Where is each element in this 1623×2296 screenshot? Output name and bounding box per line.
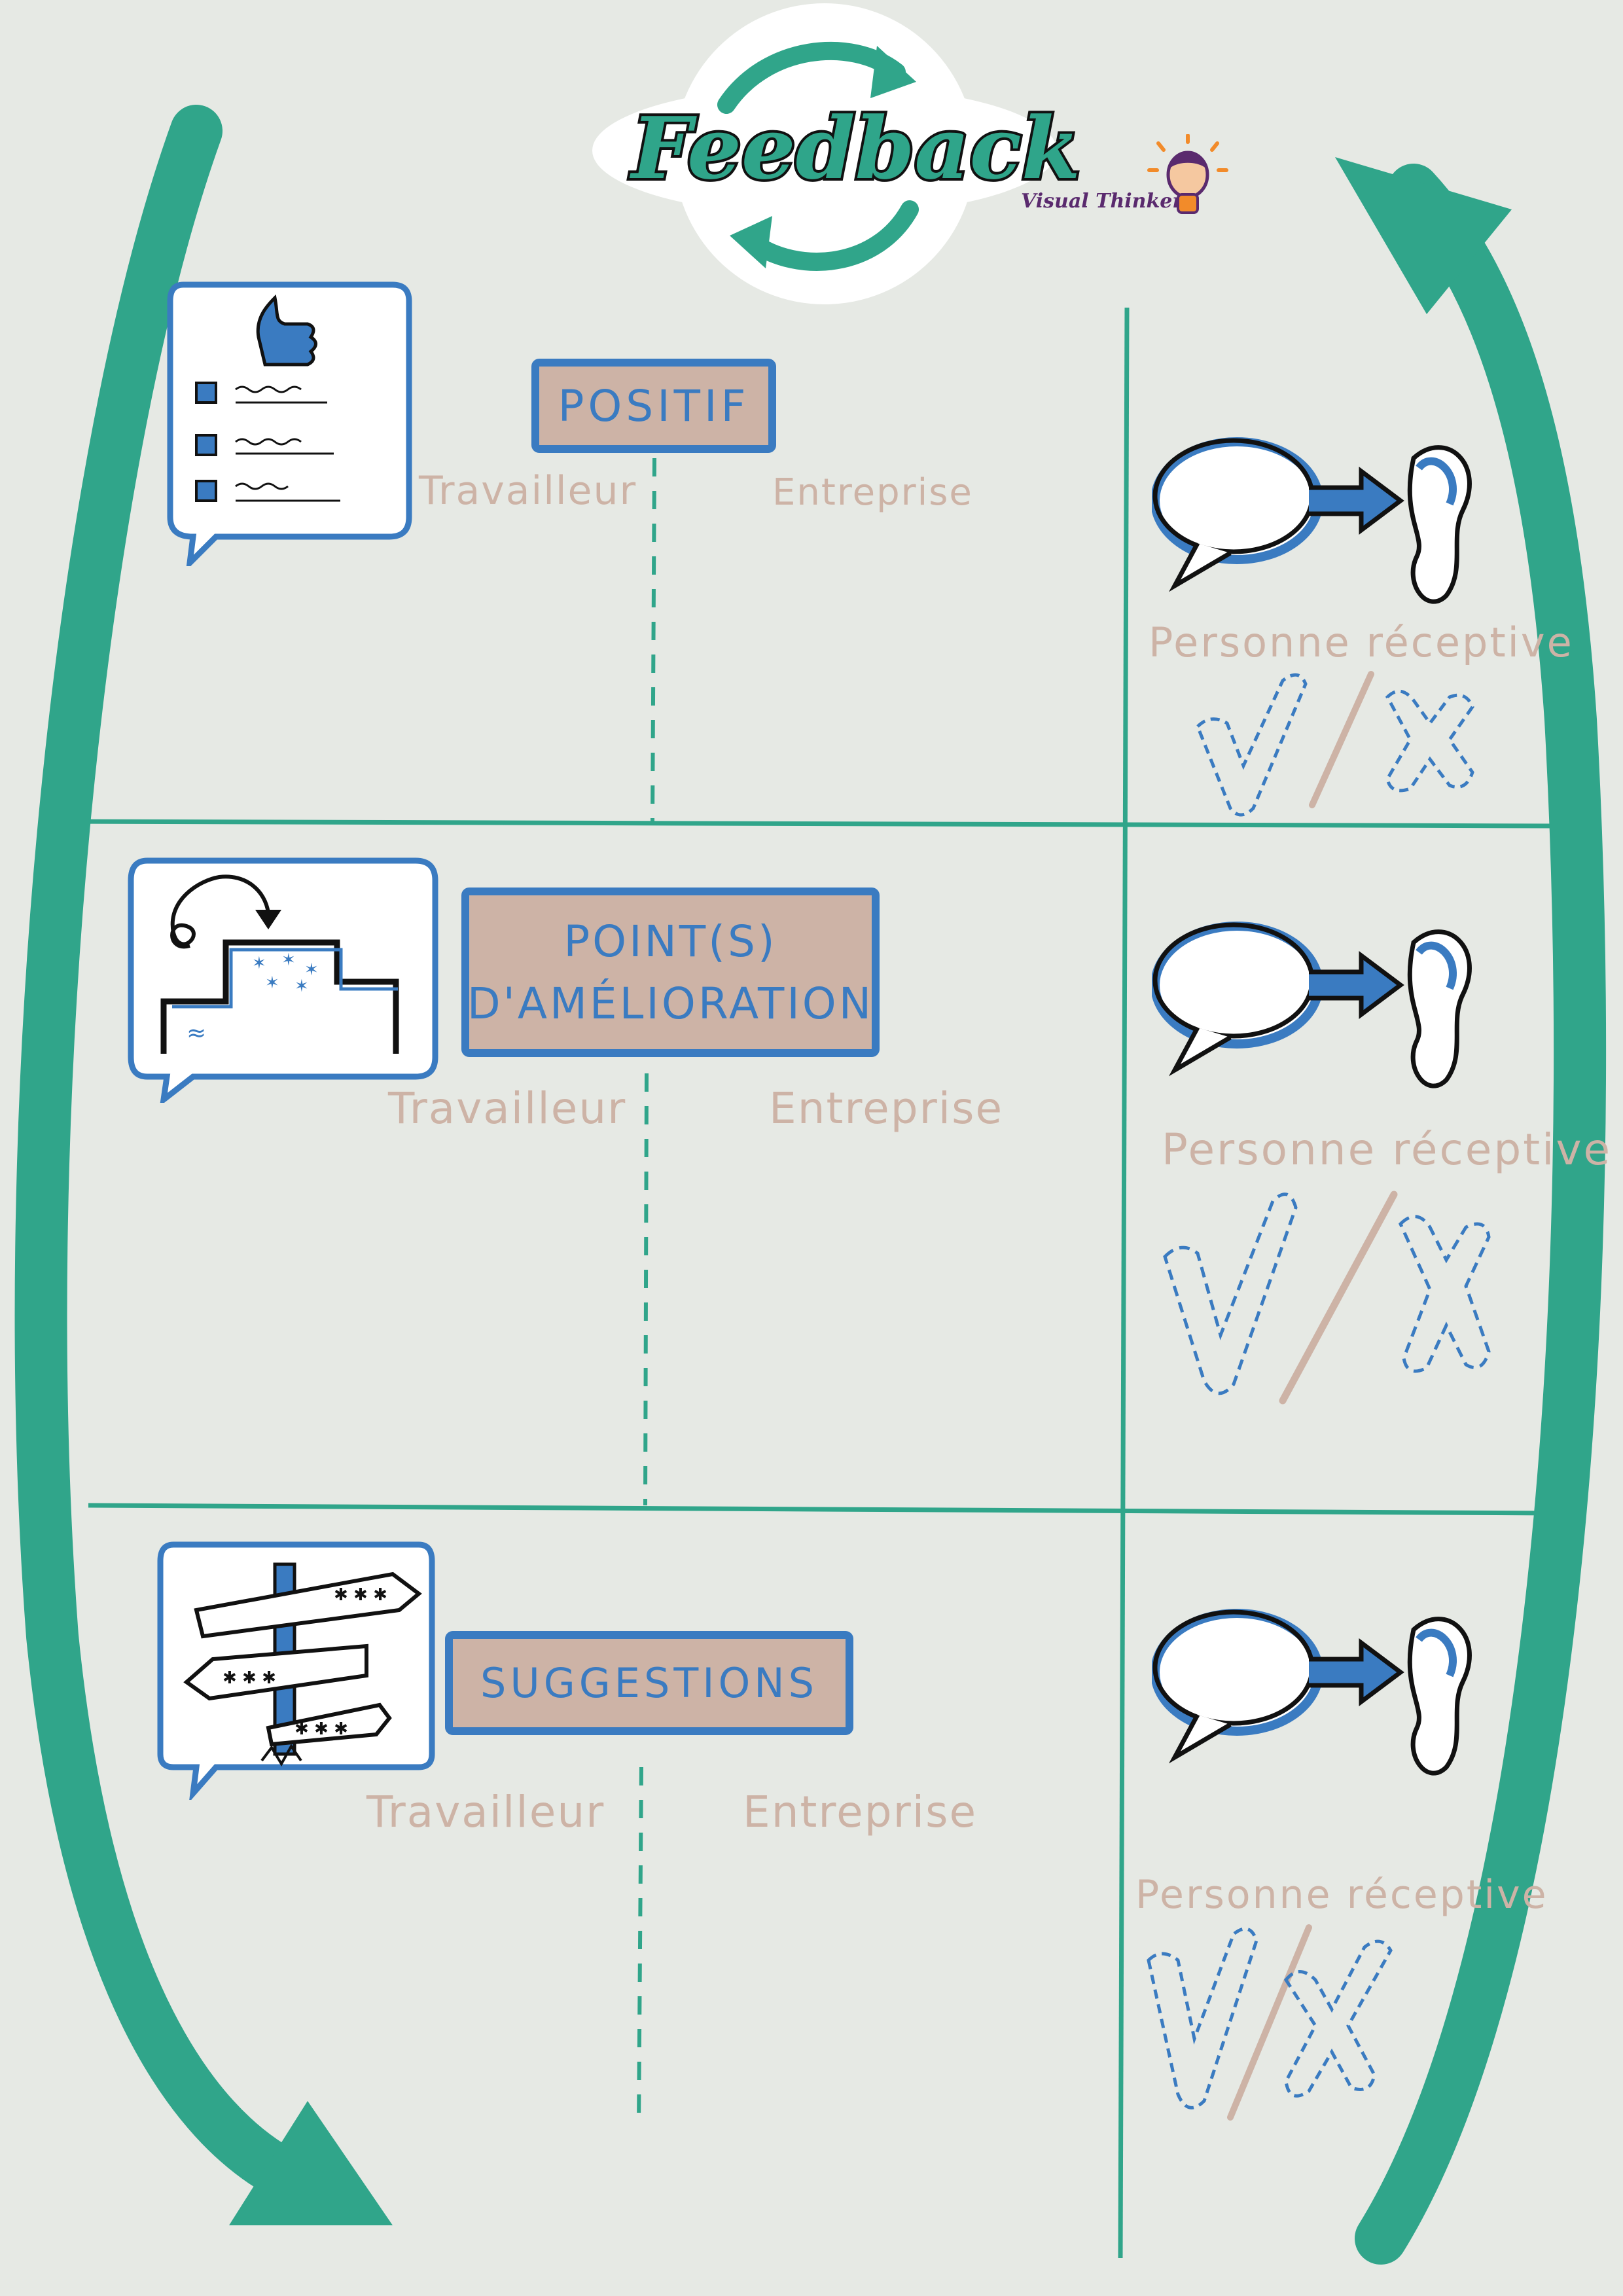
right-cycle-arrow [1355, 164, 1607, 2265]
slash-divider [1227, 1924, 1312, 2121]
svg-text:✱ ✱ ✱: ✱ ✱ ✱ [223, 1668, 276, 1688]
left-arrow-head [229, 2101, 393, 2225]
recycle-arrow-bottom [743, 200, 919, 271]
row-divider-2 [88, 1503, 1558, 1516]
section-1-receiver-label: Personne réceptive [1149, 619, 1574, 666]
section-1-check-or-cross [1196, 671, 1474, 817]
section-3-label-line-1: SUGGESTIONS [480, 1659, 819, 1707]
recycle-arrowhead-top [870, 46, 916, 98]
svg-text:✶: ✶ [281, 950, 296, 970]
slash-divider [1279, 1191, 1398, 1405]
recycle-arrowhead-bottom [730, 216, 772, 268]
stairs-step-up-icon: ✶✶✶✶✶ ≈ [128, 857, 438, 1107]
dashed-separator-3 [637, 1767, 643, 2128]
section-2-receiver-label: Personne réceptive [1162, 1124, 1613, 1175]
section-2-label-line-1: POINT(S) [563, 916, 777, 967]
svg-text:✱ ✱ ✱: ✱ ✱ ✱ [334, 1585, 387, 1605]
svg-text:✶: ✶ [304, 960, 319, 980]
svg-text:✶: ✶ [294, 977, 309, 996]
right-arrow-head [1335, 157, 1512, 314]
section-3-icon-card: ✱ ✱ ✱ ✱ ✱ ✱ ✱ ✱ ✱ [157, 1538, 438, 1803]
section-3-col-worker: Travailleur [366, 1787, 605, 1837]
speech-to-ear-icon [1152, 922, 1472, 1088]
section-2-label: POINT(S) D'AMÉLIORATION [461, 888, 880, 1057]
svg-text:✶: ✶ [265, 973, 279, 993]
svg-text:✶: ✶ [252, 954, 266, 973]
section-3-receiver-label: Personne réceptive [1135, 1872, 1548, 1918]
left-cycle-arrow [14, 105, 321, 2206]
speech-to-ear-icon [1152, 437, 1472, 604]
section-1-col-company: Entreprise [772, 471, 973, 514]
cross-icon [1399, 1215, 1491, 1373]
section-2-label-line-2: D'AMÉLIORATION [467, 978, 874, 1029]
section-2-check-or-cross [1163, 1191, 1491, 1405]
signpost-icon: ✱ ✱ ✱ ✱ ✱ ✱ ✱ ✱ ✱ [157, 1541, 435, 1803]
check-icon [1196, 673, 1308, 817]
section-2-icon-card: ✶✶✶✶✶ ≈ [128, 854, 442, 1107]
section-1-col-worker: Travailleur [419, 468, 637, 514]
check-icon [1163, 1193, 1298, 1395]
vertical-divider [1118, 307, 1130, 2259]
cross-icon [1385, 689, 1474, 793]
svg-text:✱ ✱ ✱: ✱ ✱ ✱ [294, 1719, 348, 1739]
section-1-label: POSITIF [531, 359, 776, 453]
section-3-check-or-cross [1147, 1924, 1393, 2121]
page-title: Feedback [629, 96, 1083, 201]
section-2-col-worker: Travailleur [388, 1083, 627, 1134]
section-1-icon-card [164, 278, 412, 571]
dashed-separator-1 [651, 457, 656, 822]
brand-name: Visual Thinker [1021, 190, 1183, 213]
section-2-col-company: Entreprise [769, 1083, 1004, 1134]
dashed-separator-2 [643, 1073, 649, 1506]
mascot-logo-icon [1147, 134, 1228, 214]
section-1-label-line-1: POSITIF [558, 380, 750, 431]
check-icon [1147, 1927, 1258, 2109]
row-divider-1 [62, 819, 1561, 829]
cross-icon [1283, 1939, 1393, 2098]
slash-divider [1309, 671, 1374, 808]
checklist-thumbs-up-icon [167, 281, 412, 571]
section-3-col-company: Entreprise [743, 1787, 978, 1837]
speech-to-ear-icon [1152, 1609, 1472, 1776]
section-3-label: SUGGESTIONS [445, 1631, 853, 1735]
svg-text:≈: ≈ [187, 1020, 206, 1047]
